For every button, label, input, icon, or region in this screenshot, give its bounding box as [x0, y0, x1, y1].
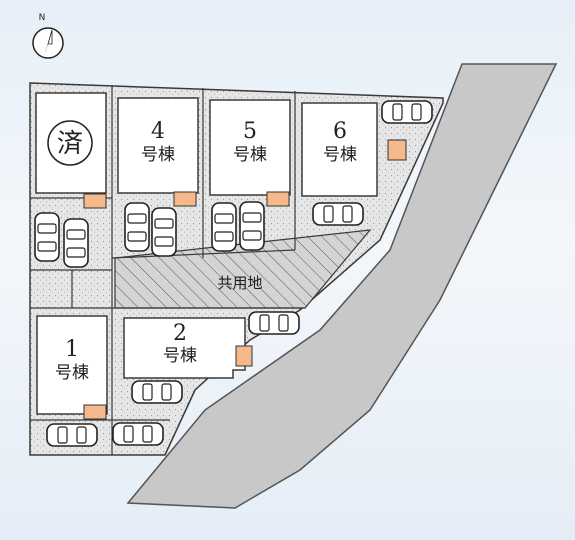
compass-n-label: N: [39, 13, 46, 23]
meter-box: [83, 404, 107, 420]
road: [126, 63, 558, 509]
building-2-number: 2: [173, 321, 187, 346]
common-area-label: 共用地: [217, 274, 262, 292]
building-2: 2 号棟: [123, 317, 253, 379]
lot-dividers: [30, 85, 305, 455]
building-5: 5 号棟: [209, 99, 291, 207]
building-4: 4 号棟: [117, 97, 199, 207]
building-1-suffix: 号棟: [55, 363, 89, 383]
meter-box: [235, 345, 253, 367]
building-2-suffix: 号棟: [163, 346, 197, 366]
meter-box: [83, 193, 107, 209]
building-6: 6 号棟: [301, 102, 407, 197]
building-6-number: 6: [333, 119, 347, 144]
building-sumi-label: 済: [57, 129, 83, 159]
building-5-suffix: 号棟: [233, 145, 267, 165]
building-1: 1 号棟: [36, 315, 108, 420]
meter-box: [387, 139, 407, 161]
building-6-suffix: 号棟: [323, 145, 357, 165]
building-sumi: 済: [35, 92, 107, 209]
meter-box: [266, 191, 290, 207]
building-4-number: 4: [151, 119, 165, 144]
meter-box: [173, 191, 197, 207]
building-4-suffix: 号棟: [141, 145, 175, 165]
building-5-number: 5: [243, 119, 257, 144]
building-1-number: 1: [65, 337, 79, 362]
north-compass: N: [32, 13, 64, 59]
